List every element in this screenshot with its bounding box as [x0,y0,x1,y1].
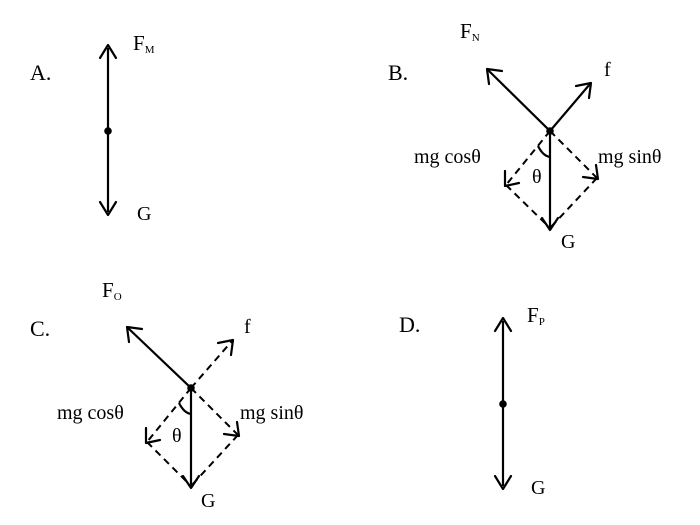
option-a: A. FM G [30,31,155,225]
option-b: B. FN f mg cosθ mg sinθ θ G [388,19,661,253]
option-d-force-down: G [531,477,545,499]
option-a-down-arrowhead [98,200,118,217]
option-c-point [187,384,195,392]
option-b-angle-label: θ [532,166,542,188]
option-b-label: B. [388,60,408,85]
option-b-normal-arrowhead [485,67,504,86]
option-c-parallelogram-left [146,441,192,487]
option-b-angle-arc [537,145,551,159]
option-b-normal-arrow [487,69,551,132]
option-d-point [499,400,507,408]
option-b-cos-arrowhead [503,169,521,188]
option-c-sin-label: mg sinθ [240,402,303,424]
option-d-force-up: FP [527,303,545,328]
option-c-cos-arrowhead [144,426,162,445]
option-b-cos-component [505,130,551,186]
option-b-point [546,127,554,135]
option-b-friction-arrowhead [574,81,593,100]
option-a-force-down: G [137,203,151,225]
option-c-label: C. [30,316,50,341]
option-c-normal-force: FO [102,278,122,303]
option-a-point [104,127,112,135]
option-b-cos-label: mg cosθ [414,146,481,168]
option-b-friction-arrow [549,83,591,132]
option-c-angle-arc [178,402,192,416]
option-c-friction-label: f [244,316,251,338]
option-b-sin-arrowhead [581,163,600,181]
option-c-cos-component [146,387,192,443]
option-d-down-arrowhead [493,474,513,491]
option-d-up-arrowhead [493,316,513,333]
option-d-label: D. [399,312,420,337]
option-c-normal-arrowhead [125,325,144,344]
option-c-friction-arrow [190,340,233,389]
option-a-label: A. [30,60,51,85]
option-b-normal-force: FN [460,19,480,44]
option-a-up-arrowhead [98,43,118,60]
option-c-angle-label: θ [172,425,182,447]
option-c-friction-arrowhead [216,338,235,357]
option-b-sin-label: mg sinθ [598,146,661,168]
option-c-normal-arrow [127,327,192,389]
option-c-sin-arrowhead [222,420,241,438]
option-b-sin-component [549,130,598,179]
option-c-sin-component [190,387,239,436]
option-b-weight-label: G [561,231,575,253]
option-c: C. FO f mg cosθ mg sinθ θ G [30,278,303,512]
option-c-cos-label: mg cosθ [57,402,124,424]
option-b-friction-label: f [604,59,611,81]
option-a-force-up: FM [133,31,155,56]
option-b-parallelogram-left [505,184,551,229]
option-d: D. FP G [399,303,545,499]
option-c-weight-label: G [201,490,215,512]
